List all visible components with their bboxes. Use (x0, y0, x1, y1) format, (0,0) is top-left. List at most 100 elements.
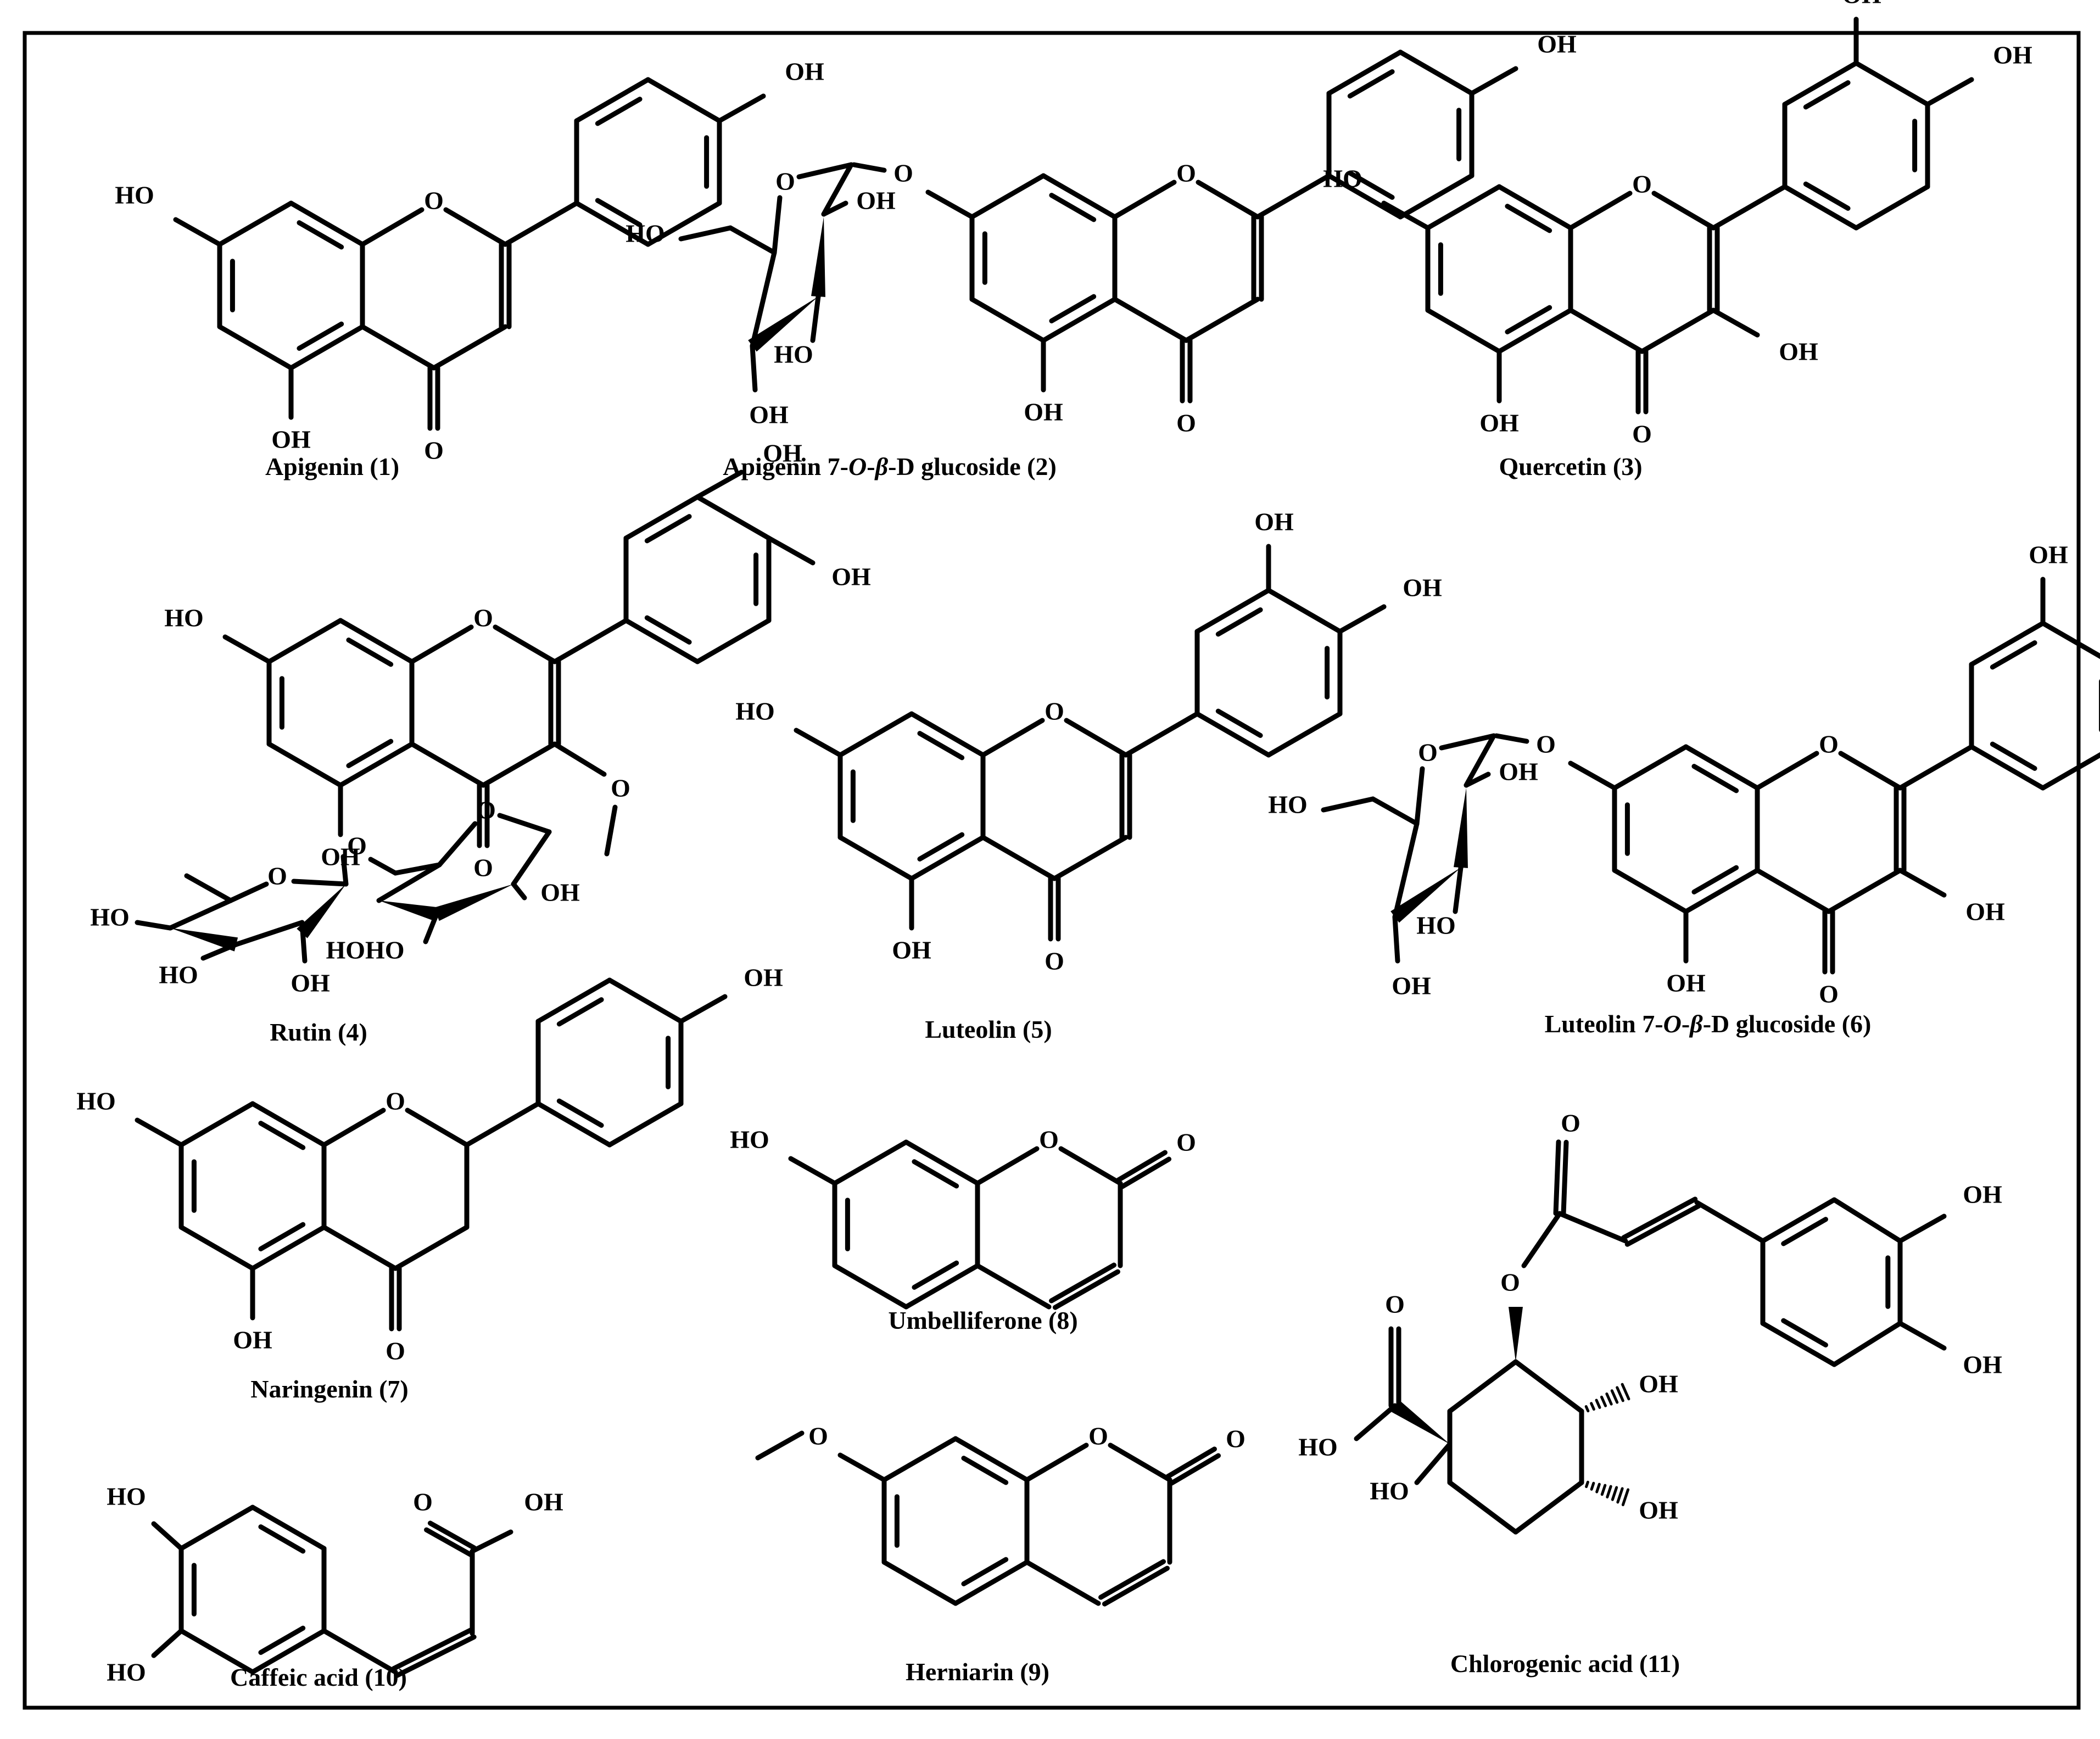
compound-name-suffix: -D glucoside (1703, 1010, 1842, 1038)
hydroxyl-4p-label: OH (1403, 574, 1442, 602)
sugar-wedge-bond (1390, 868, 1461, 923)
inner-double-bond (1347, 69, 1395, 99)
lactone-double-bond (1102, 1565, 1170, 1607)
hydroxyl-5-label: OH (1479, 409, 1519, 437)
ring-oxygen-label: O (1632, 170, 1652, 198)
ring-c-bond (1568, 191, 1633, 231)
ring-c-bond (980, 835, 1057, 881)
hydroxyl-bond (1469, 66, 1518, 96)
sugar-ring-bond (376, 862, 442, 903)
compound-number: (6) (1842, 1010, 1872, 1038)
ring-b (1782, 60, 1859, 107)
sugar-ring-bond (1392, 821, 1420, 920)
ring-a (338, 618, 415, 664)
carbonyl-oxygen-label: O (424, 437, 444, 465)
glycosidic-oxygen-label: O (611, 774, 630, 802)
compound-number: (9) (1020, 1658, 1049, 1686)
lactone-bond (1058, 1146, 1123, 1186)
inner-double-bond (297, 220, 344, 250)
sugar-wedge-bond (297, 884, 346, 938)
chain-bond (1354, 1403, 1398, 1441)
alkene-double-bond (1621, 1196, 1698, 1240)
inner-double-bond (1347, 170, 1395, 200)
ring-link-bond (1123, 711, 1200, 758)
ring-a (909, 835, 986, 881)
methoxy-bond (837, 1452, 887, 1483)
ring-c-bond (409, 624, 474, 664)
ring-c-bond (431, 324, 508, 371)
ring-oxygen-label: O (1176, 159, 1196, 187)
ring-b (2040, 620, 2100, 659)
carbonyl-bond (427, 1520, 477, 1551)
hash-bond (1595, 1483, 1601, 1494)
hash-bond (1616, 1487, 1624, 1504)
hydroxyl-bond (135, 920, 173, 931)
hydroxyl-bond (717, 93, 766, 124)
lactone-double-bond (1098, 1559, 1166, 1600)
ring-c-bond (321, 1224, 398, 1271)
hydroxyl-bond (1925, 77, 1974, 107)
hydroxyl-bond (1381, 200, 1431, 231)
inner-double-bond (258, 1524, 306, 1554)
sugar-ring-bond (233, 920, 305, 947)
ring-a (969, 297, 1046, 343)
carbonyl-oxygen-label: O (1819, 980, 1839, 1008)
inner-double-bond (1990, 741, 2037, 771)
compound-number: (4) (338, 1018, 367, 1046)
chain-bond (321, 1628, 398, 1675)
sugar-hydroxyl-label: HO (774, 340, 813, 368)
caption-chlorogenic-acid: Chlorogenic acid (11) (1450, 1649, 1680, 1678)
inner-double-bond (961, 1557, 1009, 1586)
ring-c-bond (321, 1108, 386, 1148)
methoxy-oxygen-label: O (808, 1422, 828, 1450)
hydroxyl-bond (1337, 604, 1387, 634)
sugar-ring-bond (167, 898, 233, 931)
sugar-ring-bond (291, 879, 349, 887)
ring-c-bond (393, 1224, 470, 1271)
inner-double-bond (1505, 305, 1552, 334)
ring-caffeoyl (1760, 1197, 1837, 1244)
ring-b (1266, 711, 1343, 758)
alkene-double-bond (391, 1628, 473, 1671)
ring-a (1041, 173, 1118, 220)
inner-double-bond (1990, 640, 2037, 670)
carbonyl-oxygen-label: O (413, 1488, 433, 1516)
ring-a (1041, 297, 1118, 343)
ring-b (1398, 49, 1475, 96)
figure-frame (23, 31, 2081, 1710)
hydroxyl-5-label: OH (1639, 1496, 1678, 1524)
acid-hydroxyl-label: OH (524, 1488, 563, 1516)
ring-b (1969, 744, 2046, 791)
sugar-hydroxyl-label: OH (749, 401, 789, 429)
quinic-ring (1447, 1359, 1518, 1414)
sugar-hydroxyl-label: HO (159, 961, 198, 989)
carbonyl-oxygen-label: O (1385, 1290, 1405, 1318)
lactone-bond (1024, 1559, 1101, 1606)
hydroxyl-bond (678, 994, 728, 1024)
hydroxyl-7-label: HO (76, 1087, 116, 1115)
hydroxyl-3p-label: OH (763, 439, 802, 467)
glycosidic-bond (925, 189, 975, 220)
ring-link-bond (1711, 184, 1788, 231)
sugar-wedge-bond (1454, 788, 1468, 868)
inner-double-bond (1215, 607, 1263, 637)
inner-double-bond (556, 1098, 604, 1128)
ring-a (178, 1224, 255, 1271)
hydroxyl-bond (1897, 1321, 1947, 1351)
hydroxyl-bond (151, 1521, 184, 1551)
sugar-hydroxyl-label: OH (540, 879, 580, 907)
sugar-ch2-bond (368, 857, 398, 876)
sugar-hydroxymethyl-label: HO (1268, 791, 1308, 819)
hydroxyl-7-label: HO (1323, 165, 1362, 193)
inner-double-bond (917, 731, 965, 761)
carbonyl-bond (1165, 1446, 1217, 1479)
ring-a (837, 711, 914, 758)
alkene-bond (1557, 1211, 1628, 1244)
inner-double-bond (297, 321, 344, 351)
hydroxyl-5-label: OH (892, 936, 931, 964)
hash-bond (1605, 1392, 1613, 1406)
lactone-bond (975, 1146, 1040, 1186)
chain-bond (470, 1529, 513, 1554)
sugar-hydroxyl-label: OH (1392, 972, 1431, 1000)
